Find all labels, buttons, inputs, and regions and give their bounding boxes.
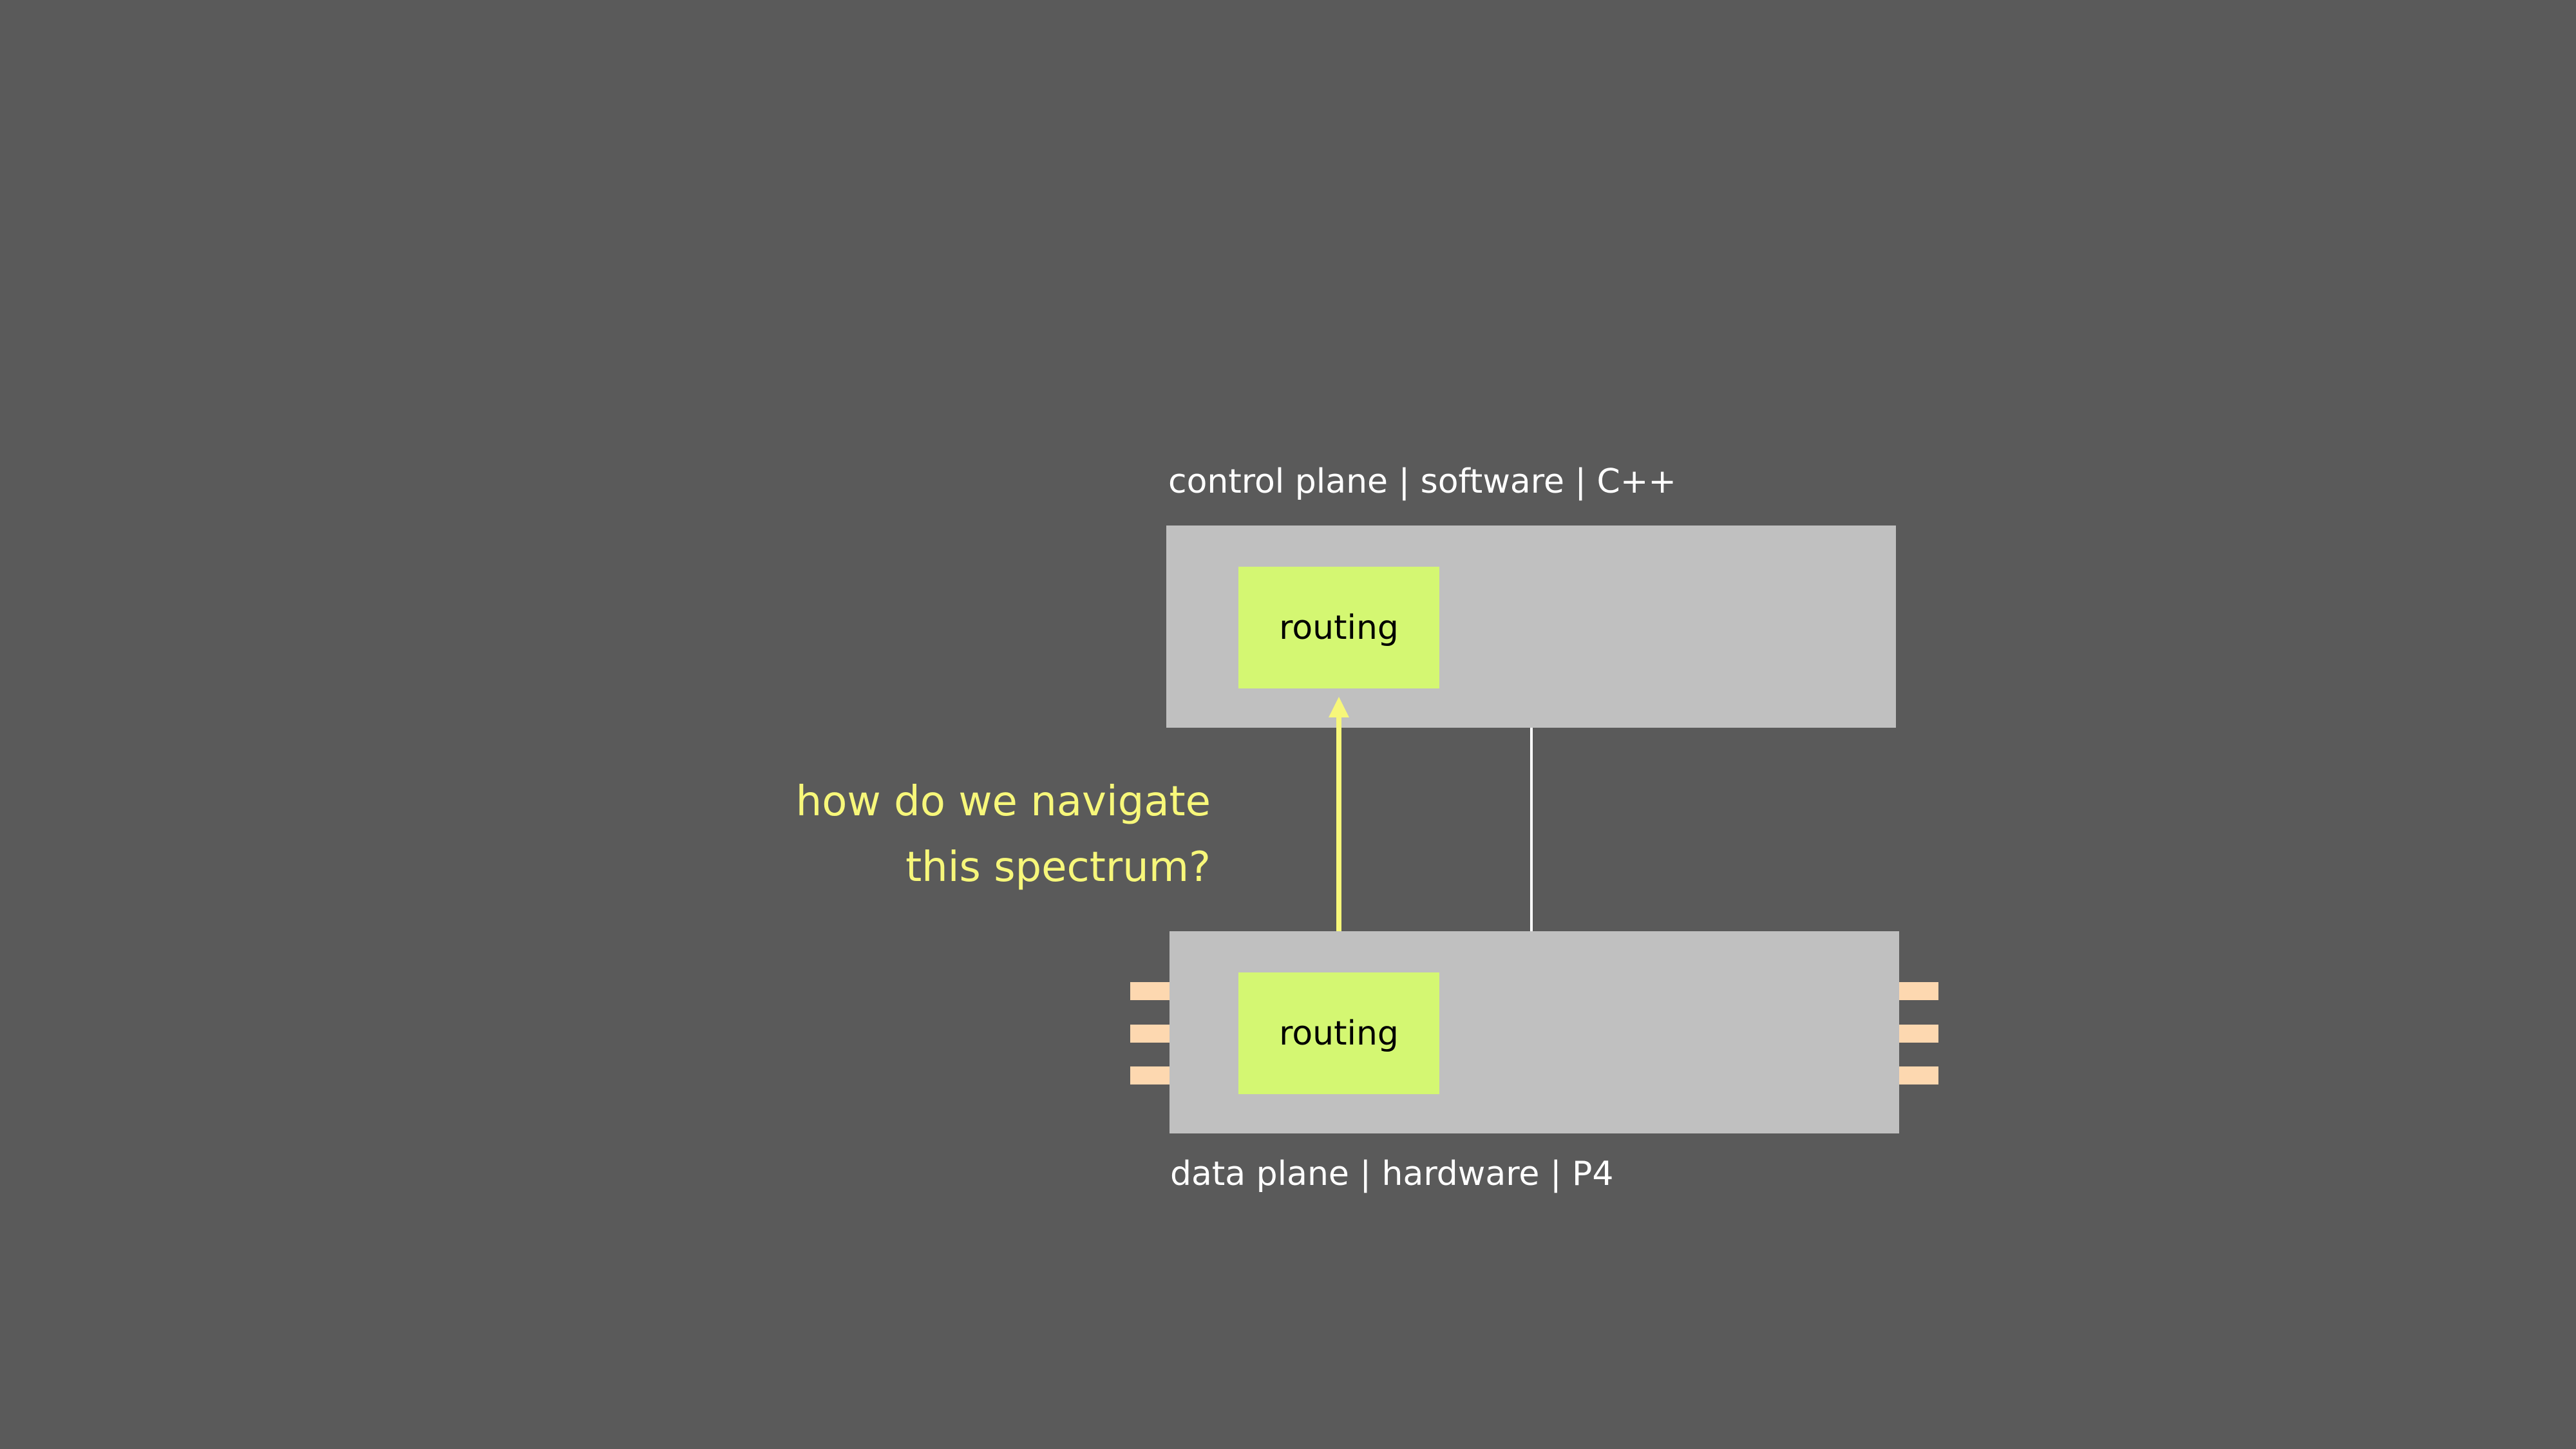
question-line-1: how do we navigate: [795, 778, 1211, 826]
right-port-3: [1899, 1066, 1938, 1084]
left-port-1: [1130, 982, 1170, 1000]
question-line-2: this spectrum?: [905, 844, 1211, 891]
left-port-2: [1130, 1025, 1170, 1043]
arrow-head-up-icon: [1329, 697, 1349, 717]
data-plane-label: data plane | hardware | P4: [1170, 1155, 1614, 1193]
left-port-3: [1130, 1066, 1170, 1084]
spectrum-question: how do we navigate this spectrum?: [796, 769, 1211, 900]
data-plane-routing-module: routing: [1238, 972, 1439, 1094]
right-port-2: [1899, 1025, 1938, 1043]
right-port-1: [1899, 982, 1938, 1000]
control-plane-routing-module: routing: [1238, 567, 1439, 688]
control-plane-label: control plane | software | C++: [1168, 462, 1676, 501]
